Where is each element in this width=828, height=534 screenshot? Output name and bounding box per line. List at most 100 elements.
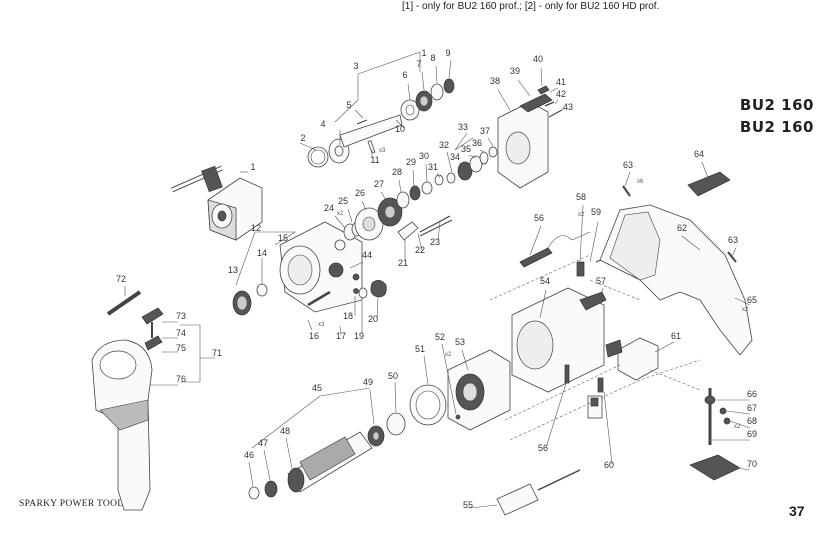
spindle: [307, 78, 455, 168]
depth-gauge: [689, 388, 741, 481]
callout-label-42: 42: [556, 89, 566, 99]
callout-label-69: 69: [747, 429, 757, 439]
callout-label-35: 35: [461, 144, 471, 154]
callout-label-67: 67: [747, 403, 757, 413]
callout-label-26: 26: [355, 188, 365, 198]
callout-label-11: 11: [370, 155, 379, 165]
callout-label-41: 41: [556, 77, 566, 87]
callout-label-37: 37: [480, 126, 490, 136]
callout-label-56: 56: [538, 443, 548, 453]
quantity-mark: x2: [445, 352, 452, 358]
quantity-mark: x3: [379, 148, 386, 154]
callout-label-55: 55: [463, 500, 473, 510]
callout-label-16: 16: [309, 331, 319, 341]
callout-label-46: 46: [244, 450, 254, 460]
callout-label-23: 23: [430, 237, 440, 247]
callout-label-57: 57: [596, 276, 606, 286]
callout-label-48: 48: [280, 426, 290, 436]
callout-label-36: 36: [472, 138, 482, 148]
callout-label-9: 9: [445, 48, 450, 58]
callout-label-63: 63: [728, 235, 738, 245]
quantity-mark: x2: [734, 424, 741, 430]
callout-label-64: 64: [694, 149, 704, 159]
quantity-marks: x6 x2 x2 x2 x2 x3 x2 x3: [318, 148, 749, 430]
side-handle: [91, 290, 164, 511]
front-housing: [497, 85, 563, 189]
callout-label-49: 49: [363, 377, 373, 387]
callout-label-44: 44: [362, 250, 372, 260]
callout-label-61: 61: [671, 331, 681, 341]
callout-label-53: 53: [455, 337, 465, 347]
header-note: [1] - only for BU2 160 prof.; [2] - only…: [402, 1, 660, 12]
leader-lines: [124, 51, 751, 509]
callout-label-60: 60: [604, 460, 614, 470]
callout-label-50: 50: [388, 371, 398, 381]
callout-label-75: 75: [176, 343, 186, 353]
quantity-mark: x2: [742, 307, 749, 313]
callout-label-17: 17: [336, 331, 346, 341]
callout-label-3: 3: [353, 61, 358, 71]
callout-label-15: 15: [278, 233, 288, 243]
callout-label-8: 8: [430, 53, 435, 63]
callout-label-68: 68: [747, 416, 757, 426]
callout-label-33: 33: [458, 122, 468, 132]
gear-train: [232, 174, 453, 316]
callout-label-18: 18: [343, 311, 353, 321]
callout-label-28: 28: [392, 167, 402, 177]
callout-label-21: 21: [398, 258, 408, 268]
callout-label-1: 1: [421, 48, 426, 58]
intermediate-shaft: [446, 146, 498, 184]
callout-label-27: 27: [374, 179, 384, 189]
callout-label-70: 70: [747, 459, 757, 469]
callout-label-5: 5: [346, 100, 351, 110]
quantity-mark: x2: [337, 211, 344, 217]
drill-chuck: [170, 165, 263, 241]
callout-label-30: 30: [419, 151, 429, 161]
callout-label-71: 71: [212, 348, 222, 358]
power-cable: [496, 469, 581, 516]
callout-label-45: 45: [312, 383, 322, 393]
callout-label-56: 56: [534, 213, 544, 223]
callout-label-32: 32: [439, 140, 449, 150]
callout-label-73: 73: [176, 311, 186, 321]
callout-label-6: 6: [402, 70, 407, 80]
callout-label-14: 14: [257, 248, 267, 258]
quantity-mark: x6: [637, 179, 644, 185]
callout-label-7: 7: [416, 59, 421, 69]
callout-label-38: 38: [490, 76, 500, 86]
callout-label-19: 19: [354, 331, 364, 341]
stator: [409, 349, 511, 431]
quantity-mark: x2: [578, 212, 585, 218]
callout-label-10: 10: [395, 124, 405, 134]
callout-label-51: 51: [415, 344, 425, 354]
callout-label-76: 76: [176, 374, 186, 384]
callout-label-72: 72: [116, 274, 126, 284]
callout-label-22: 22: [415, 245, 425, 255]
callout-label-74: 74: [176, 328, 186, 338]
callout-label-66: 66: [747, 389, 757, 399]
callout-label-31: 31: [428, 162, 438, 172]
callout-label-52: 52: [435, 332, 445, 342]
callout-label-34: 34: [450, 152, 460, 162]
callout-label-13: 13: [228, 265, 238, 275]
model-name-2: BU2 160: [739, 118, 814, 136]
callout-label-54: 54: [540, 276, 550, 286]
motor-housing: [511, 287, 607, 393]
armature: [248, 412, 406, 500]
quantity-mark: x3: [318, 322, 325, 328]
callout-label-65: 65: [747, 295, 757, 305]
callout-label-24: 24: [324, 203, 334, 213]
callout-label-4: 4: [320, 119, 325, 129]
footer-brand: SPARKY POWER TOOLS: [19, 499, 129, 509]
callout-label-29: 29: [406, 157, 416, 167]
model-name-1: BU2 160: [739, 96, 814, 114]
callout-label-2: 2: [300, 133, 305, 143]
callout-label-63: 63: [623, 160, 633, 170]
callout-label-43: 43: [563, 102, 573, 112]
rear-handle: [599, 171, 753, 356]
callout-label-59: 59: [591, 207, 601, 217]
callout-label-40: 40: [533, 54, 543, 64]
brush-holders: [519, 231, 659, 419]
